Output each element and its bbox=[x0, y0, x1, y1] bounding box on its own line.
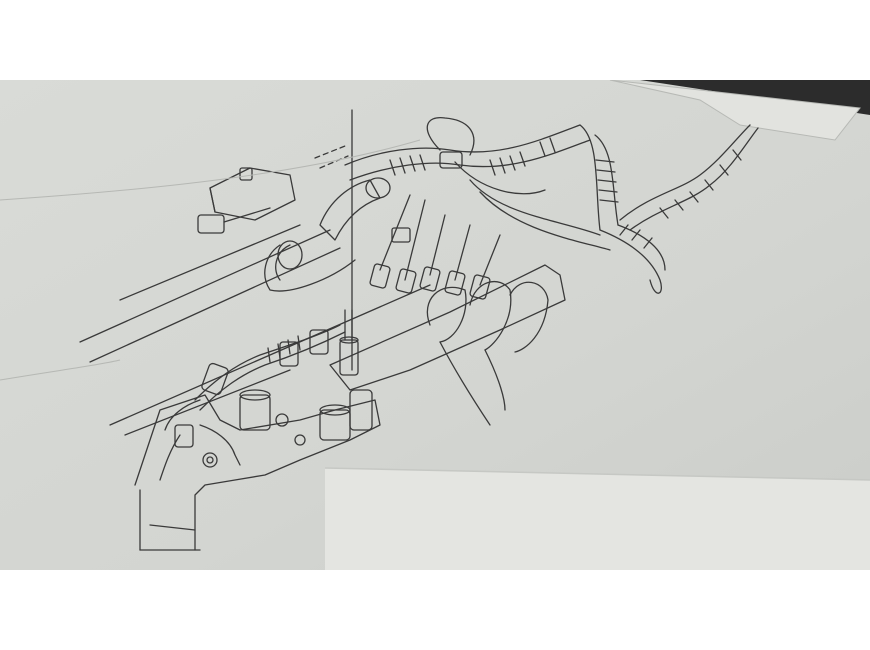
distributor-cap bbox=[365, 177, 391, 199]
sensor-body bbox=[339, 339, 359, 376]
engine-block bbox=[134, 394, 381, 551]
spiral-wrap bbox=[659, 149, 742, 219]
hose-end bbox=[277, 240, 303, 270]
overlapping-paper bbox=[325, 468, 870, 570]
intake-runner bbox=[509, 281, 549, 353]
injector-connector bbox=[395, 268, 417, 294]
engine-block-edge bbox=[149, 524, 196, 531]
spiral-wrap bbox=[267, 335, 301, 363]
sensor-stem bbox=[344, 309, 353, 341]
bolt bbox=[275, 413, 289, 427]
injector-connector bbox=[469, 274, 491, 300]
overlapping-paper-edge bbox=[324, 467, 870, 481]
lower-harness bbox=[199, 331, 346, 411]
injector-connector bbox=[444, 270, 466, 296]
wiring-harness bbox=[454, 161, 546, 195]
injector-connector bbox=[419, 266, 441, 292]
lower-connector bbox=[309, 329, 329, 355]
wiring-harness bbox=[344, 124, 581, 166]
valve-cover bbox=[329, 264, 566, 391]
spiral-wrap bbox=[619, 224, 653, 249]
engine-body-line bbox=[79, 229, 331, 343]
intake-runner bbox=[469, 281, 512, 351]
wiring-harness bbox=[349, 139, 591, 181]
wiring-harness bbox=[599, 229, 662, 294]
vacuum-hose bbox=[264, 244, 356, 292]
lower-harness bbox=[164, 399, 201, 431]
lower-harness bbox=[194, 324, 341, 401]
sensor-top bbox=[339, 336, 359, 344]
relay-box bbox=[209, 187, 216, 213]
bolt bbox=[206, 456, 214, 464]
folded-paper-corner bbox=[609, 80, 861, 141]
bolt bbox=[294, 434, 306, 446]
spiral-wrap bbox=[389, 137, 556, 176]
vacuum-hose bbox=[275, 244, 291, 281]
sensor-body bbox=[239, 394, 271, 431]
spiral-wrap bbox=[595, 159, 619, 203]
lower-connector bbox=[174, 424, 194, 448]
photograph bbox=[0, 80, 870, 570]
cable bbox=[629, 127, 759, 231]
injector-connector bbox=[369, 263, 391, 289]
injector-wire bbox=[454, 224, 471, 281]
engine-harness-drawing bbox=[0, 80, 870, 570]
cable bbox=[619, 124, 751, 221]
wiring-harness bbox=[594, 134, 619, 226]
paper-crease bbox=[0, 359, 121, 381]
dashed-line bbox=[314, 145, 346, 159]
sensor-top bbox=[239, 389, 271, 401]
injector-wire bbox=[429, 214, 446, 276]
engine-body-line bbox=[109, 284, 431, 426]
connector-wire bbox=[223, 207, 271, 223]
dashed-line bbox=[319, 155, 349, 169]
lower-harness bbox=[159, 434, 181, 481]
intake-runner bbox=[426, 286, 467, 343]
wiring-harness bbox=[426, 116, 475, 156]
lower-harness bbox=[199, 424, 241, 466]
intake-runner bbox=[484, 349, 506, 411]
bolt bbox=[202, 452, 218, 468]
engine-body-line bbox=[89, 247, 341, 363]
connector-plug bbox=[197, 214, 225, 234]
small-connector bbox=[391, 227, 411, 243]
wiring-harness bbox=[479, 191, 611, 251]
injector-wire bbox=[379, 194, 411, 271]
intake-runner bbox=[439, 341, 491, 426]
harness-clip bbox=[439, 151, 463, 169]
paper-crease bbox=[0, 139, 421, 201]
relay-knob bbox=[239, 167, 253, 181]
wiring-harness bbox=[579, 124, 601, 231]
engine-body-line bbox=[119, 224, 301, 301]
wiring-harness bbox=[469, 179, 601, 236]
sensor-body bbox=[349, 389, 373, 431]
injector-wire bbox=[404, 199, 426, 281]
lower-connector bbox=[201, 362, 229, 396]
